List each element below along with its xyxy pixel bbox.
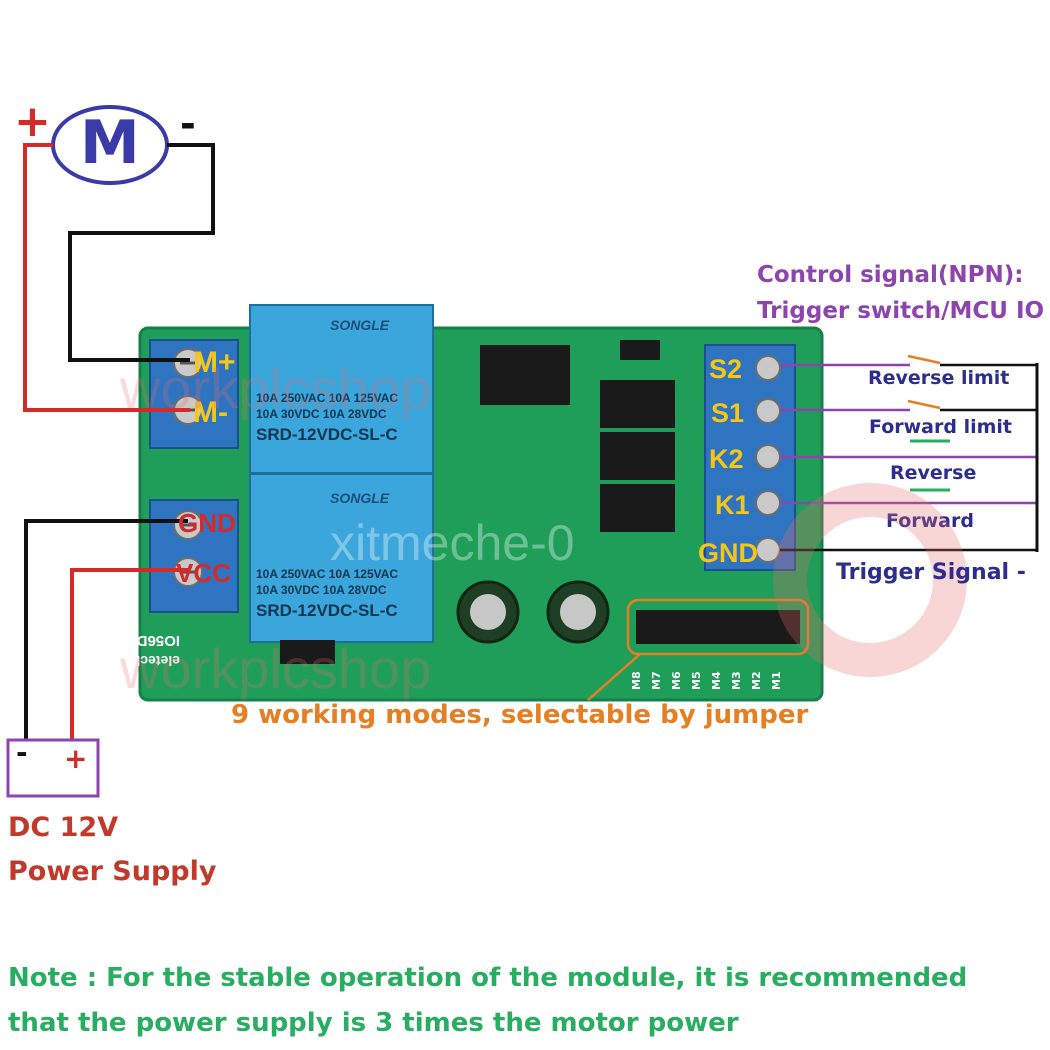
board-text: M+ M- GND VCC S2 S1 K2 K1 GND SONGLE 10A… (107, 317, 758, 669)
mode-label: M4 (710, 671, 723, 690)
relay-bottom-model: SRD-12VDC-SL-C (256, 601, 398, 620)
signal-wiring (780, 354, 1039, 552)
terminal-label-s2: S2 (709, 354, 742, 384)
relay-top-rating-1: 10A 250VAC 10A 125VAC (256, 391, 398, 405)
note-line-2: that the power supply is 3 times the mot… (8, 1008, 739, 1038)
relay-top-model: SRD-12VDC-SL-C (256, 425, 398, 444)
relay-bottom-rating-2: 10A 30VDC 10A 28VDC (256, 583, 387, 597)
jumper-header (626, 598, 810, 656)
relay-bottom (249, 473, 434, 643)
optocoupler-1 (600, 380, 675, 428)
mode-label: M1 (770, 671, 783, 690)
mode-label: M5 (690, 671, 703, 690)
optocoupler-2 (600, 432, 675, 480)
terminal-label-m-plus: M+ (193, 346, 236, 379)
power-supply-label: Power Supply (8, 856, 217, 887)
terminal-label-gnd: GND (178, 508, 236, 538)
terminal-label-s1: S1 (711, 398, 744, 428)
power-supply-voltage: DC 12V (8, 812, 119, 843)
relay-top (249, 304, 434, 474)
watermark-logo (773, 483, 967, 677)
terminal-label-k2: K2 (709, 444, 744, 474)
ic-chip (480, 345, 570, 405)
power-negative-wire (24, 519, 188, 740)
motor-minus-sign: - (180, 102, 196, 146)
terminal-label-m-minus: M- (193, 396, 228, 429)
note-line-1: Note : For the stable operation of the m… (8, 963, 968, 993)
control-signal-title: Control signal(NPN): (757, 262, 1024, 288)
pcb-model-label: IO56D02 (120, 632, 180, 649)
terminal-label-vcc: VCC (176, 558, 231, 588)
power-supply-box (6, 738, 100, 798)
signal-label-reverse-limit: Reverse limit (868, 367, 1009, 389)
motor-negative-wire (68, 143, 215, 362)
mode-label: M6 (670, 671, 683, 690)
small-jumper (280, 640, 335, 664)
capacitor-1 (456, 580, 520, 644)
watermarks: workplcshop workplcshop xitmeche-0 (119, 357, 575, 700)
control-signal-subtitle: Trigger switch/MCU IO (757, 298, 1045, 324)
terminal-label-gnd-right: GND (698, 538, 758, 568)
signal-label-forward-limit: Forward limit (869, 416, 1012, 438)
motor-symbol: M (80, 108, 140, 178)
mode-label: M7 (650, 671, 663, 690)
relay-top-brand: SONGLE (330, 317, 390, 333)
motor-positive-wire (23, 143, 190, 412)
pcb-edge (138, 326, 824, 702)
watermark-bottom: workplcshop (119, 637, 431, 700)
trigger-signal-label: Trigger Signal - (836, 560, 1026, 585)
signal-label-reverse: Reverse (890, 462, 976, 484)
optocoupler-3 (600, 484, 675, 532)
jumper-note: 9 working modes, selectable by jumper (231, 700, 809, 730)
signal-label-forward: Forward (886, 510, 974, 532)
relay-top-rating-2: 10A 30VDC 10A 28VDC (256, 407, 387, 421)
signal-labels: Reverse limit Forward limit Reverse Forw… (868, 367, 1012, 532)
small-ic (620, 340, 660, 360)
watermark-middle: xitmeche-0 (330, 515, 575, 571)
mode-label: M2 (750, 671, 763, 690)
power-plus-sign: + (64, 742, 88, 775)
mode-labels: M8 M7 M6 M5 M4 M3 M2 M1 (630, 671, 783, 690)
motor-plus-sign: + (14, 96, 51, 147)
relay-bottom-brand: SONGLE (330, 490, 390, 506)
capacitor-2 (546, 580, 610, 644)
terminal-label-k1: K1 (715, 490, 750, 520)
watermark-top: workplcshop (119, 357, 431, 420)
mode-label: M8 (630, 671, 643, 690)
pcb-maker-label: eletechsup (107, 653, 180, 669)
mode-label: M3 (730, 671, 743, 690)
power-minus-sign: - (16, 736, 28, 769)
relay-bottom-rating-1: 10A 250VAC 10A 125VAC (256, 567, 398, 581)
power-positive-wire (70, 568, 188, 740)
jumper-leader-line (587, 653, 641, 701)
